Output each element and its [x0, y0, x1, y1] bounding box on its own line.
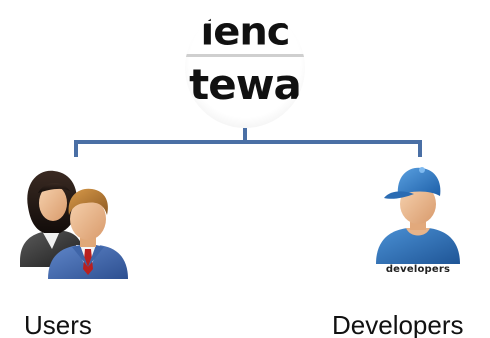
logo-text-line-1: ienc [200, 10, 290, 54]
connector-path [74, 128, 422, 157]
developer-icon-caption: developers [385, 264, 451, 275]
users-icon [20, 170, 128, 279]
developer-icon [376, 167, 460, 264]
logo-divider [185, 54, 305, 57]
users-label: Users [24, 310, 92, 338]
developers-label: Developers [332, 310, 464, 338]
gateway-logo: ienc tewa [185, 8, 305, 128]
logo-text-line-2: tewa [189, 60, 302, 109]
